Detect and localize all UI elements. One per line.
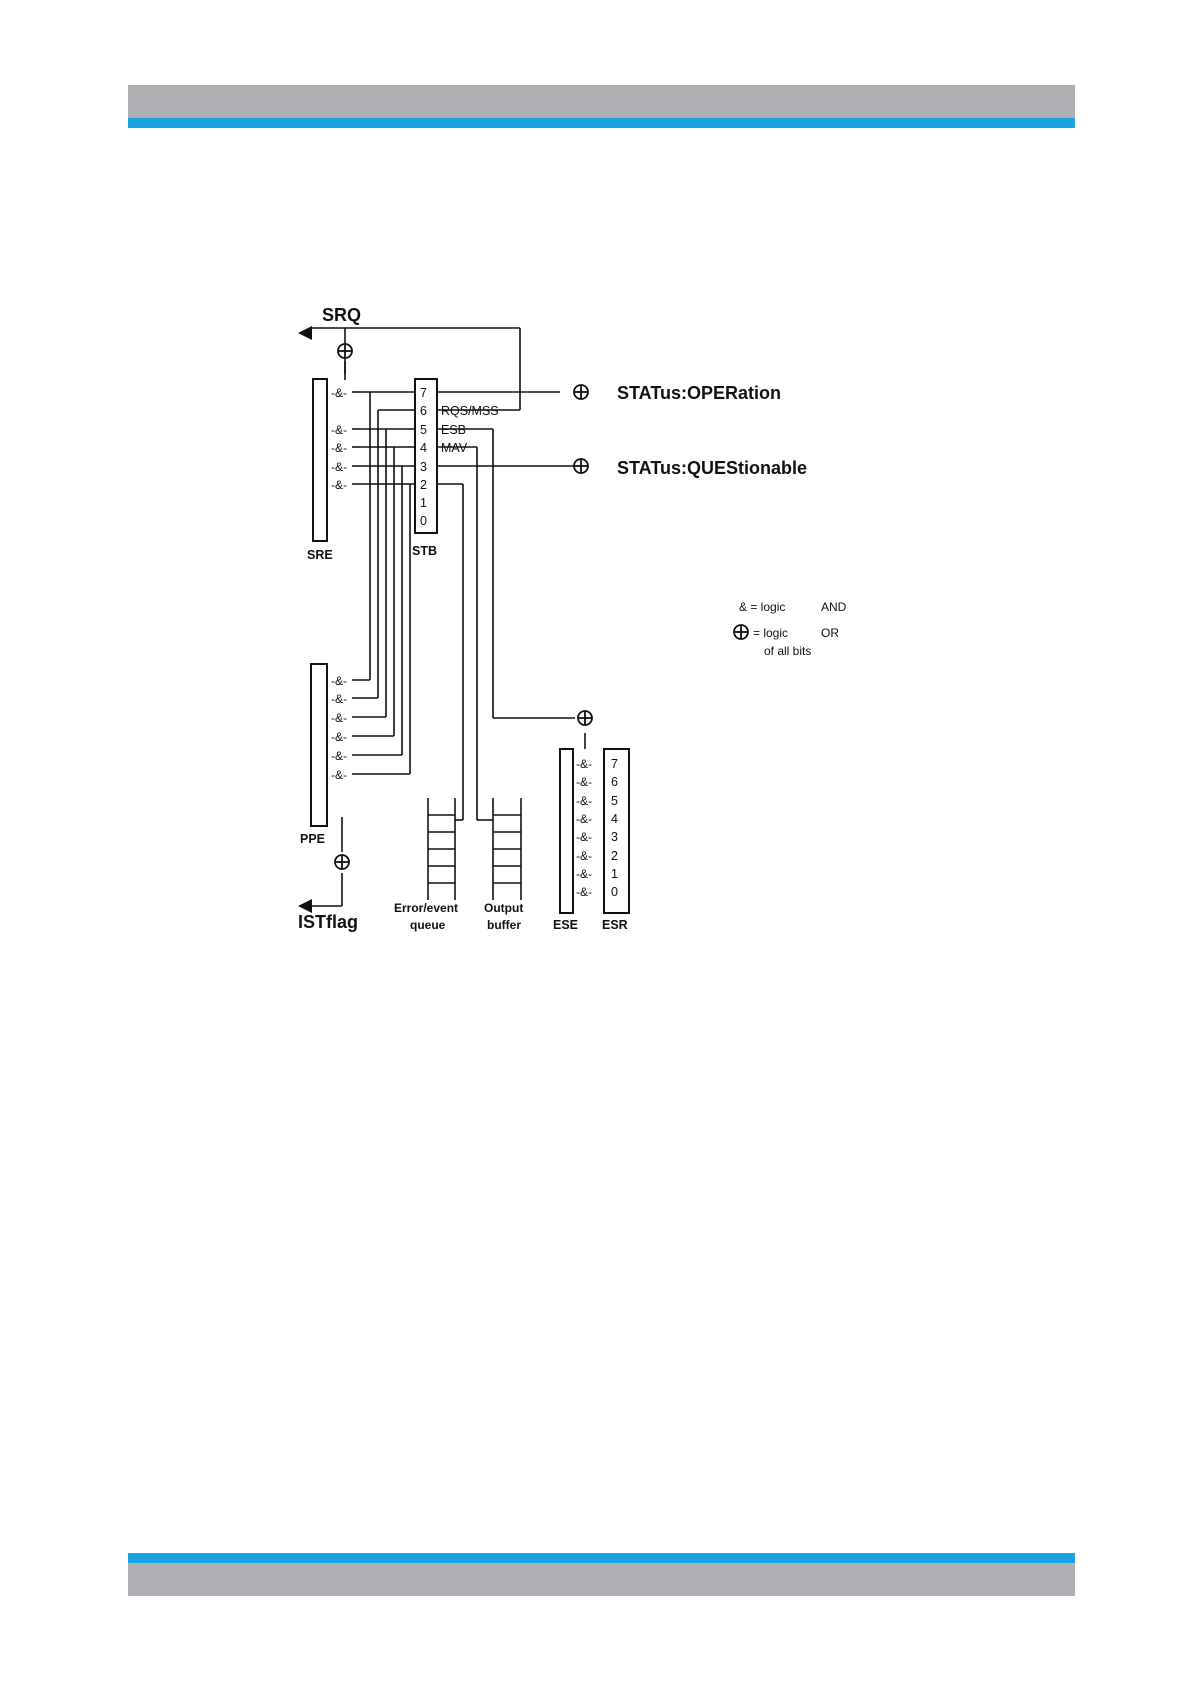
or-gate-icon: [574, 459, 588, 473]
and-marker-ese: -&-: [576, 794, 592, 808]
or-gate-icon: [335, 855, 349, 869]
and-marker-ppe: -&-: [331, 749, 347, 763]
esr-bit: 1: [611, 867, 618, 881]
esr-label: ESR: [602, 918, 628, 932]
legend-or-word: OR: [821, 626, 839, 640]
rqs-mss-label: RQS/MSS: [441, 404, 499, 418]
output-buffer-label-line2: buffer: [487, 918, 521, 932]
error-event-queue: [428, 798, 455, 900]
and-marker-ppe: -&-: [331, 674, 347, 688]
srq-label: SRQ: [322, 305, 361, 325]
and-marker-ese: -&-: [576, 812, 592, 826]
status-questionable-label: STATus:QUEStionable: [617, 458, 807, 478]
and-marker-ppe: -&-: [331, 711, 347, 725]
esr-bit: 4: [611, 812, 618, 826]
esr-bit: 3: [611, 830, 618, 844]
ppe-register: [311, 664, 327, 826]
esr-bit: 2: [611, 849, 618, 863]
mav-label: MAV: [441, 441, 468, 455]
or-gate-icon: [578, 711, 592, 725]
legend-or-icon: [734, 625, 748, 639]
or-gate-icon: [338, 344, 352, 358]
esr-bit: 5: [611, 794, 618, 808]
and-marker-sre: -&-: [331, 478, 347, 492]
stb-bit: 3: [420, 460, 427, 474]
sre-label: SRE: [307, 548, 333, 562]
stb-bit: 1: [420, 496, 427, 510]
or-gates: [335, 344, 748, 869]
stb-bit: 6: [420, 404, 427, 418]
legend-and-word: AND: [821, 600, 847, 614]
status-operation-label: STATus:OPERation: [617, 383, 781, 403]
and-marker-ese: -&-: [576, 849, 592, 863]
srq-arrow-icon: [298, 326, 312, 340]
and-marker-ese: -&-: [576, 830, 592, 844]
and-marker-ese: -&-: [576, 775, 592, 789]
and-marker-ese: -&-: [576, 757, 592, 771]
and-marker-ese: -&-: [576, 867, 592, 881]
and-marker-sre: -&-: [331, 441, 347, 455]
sre-register: [313, 379, 327, 541]
legend-and-text: & = logic: [739, 600, 785, 614]
ese-register: [560, 749, 573, 913]
error-queue-label-line1: Error/event: [394, 901, 458, 915]
output-buffer: [493, 798, 521, 900]
ese-label: ESE: [553, 918, 578, 932]
legend: & = logic AND = logic OR of all bits: [739, 600, 847, 658]
and-marker-ppe: -&-: [331, 768, 347, 782]
stb-label: STB: [412, 544, 437, 558]
and-marker-ppe: -&-: [331, 730, 347, 744]
stb-bit: 7: [420, 386, 427, 400]
legend-or-subtext: of all bits: [764, 644, 811, 658]
esb-label: ESB: [441, 423, 466, 437]
stb-bit: 4: [420, 441, 427, 455]
or-gate-icon: [574, 385, 588, 399]
legend-or-text: = logic: [753, 626, 788, 640]
ist-arrow-icon: [298, 899, 312, 913]
and-marker-sre: -&-: [331, 386, 347, 400]
esr-bit: 6: [611, 775, 618, 789]
stb-bit: 2: [420, 478, 427, 492]
ist-flag-label: ISTflag: [298, 912, 358, 932]
and-marker-sre: -&-: [331, 460, 347, 474]
error-queue-label-line2: queue: [410, 918, 446, 932]
esr-bit: 7: [611, 757, 618, 771]
and-marker-ese: -&-: [576, 885, 592, 899]
and-marker-ppe: -&-: [331, 692, 347, 706]
esr-bit: 0: [611, 885, 618, 899]
stb-bit: 5: [420, 423, 427, 437]
output-buffer-label-line1: Output: [484, 901, 523, 915]
stb-bit: 0: [420, 514, 427, 528]
ppe-label: PPE: [300, 832, 325, 846]
and-marker-sre: -&-: [331, 423, 347, 437]
